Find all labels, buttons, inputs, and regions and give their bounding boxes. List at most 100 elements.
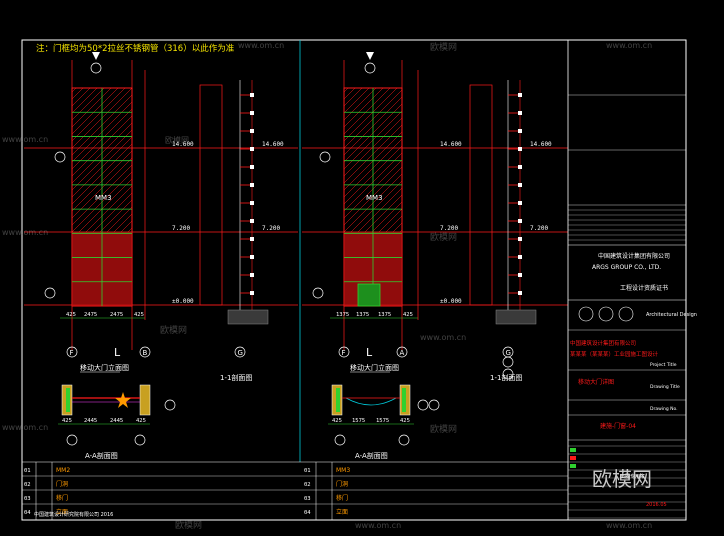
hatch-line bbox=[78, 178, 133, 233]
right-level-mid-label: 7.200 bbox=[440, 225, 458, 232]
hatch-line bbox=[350, 180, 403, 233]
section-anchor bbox=[518, 237, 522, 241]
right-door-grid bbox=[344, 88, 402, 306]
legend-left-r4-no: 04 bbox=[24, 510, 31, 516]
legend-left-r2-text: 门洞 bbox=[56, 480, 68, 488]
hatch-line bbox=[343, 87, 384, 128]
right-center-tag: MM3 bbox=[366, 194, 383, 202]
left-plan-dim-1: 425 bbox=[62, 418, 72, 424]
watermark-url-8: www.om.cn bbox=[606, 521, 652, 530]
legend-left-r1-no: 01 bbox=[24, 468, 31, 474]
watermark-layer: www.om.cn 欧模网 www.om.cn www.om.cn 欧模网 欧模… bbox=[2, 41, 652, 531]
tb-status-label: Architectural Design bbox=[646, 312, 697, 318]
left-dim-3: 2475 bbox=[110, 312, 123, 318]
section-anchor bbox=[518, 147, 522, 151]
left-elev-mark: L bbox=[114, 346, 121, 359]
hatch-line bbox=[392, 222, 403, 233]
title-block-lower-rows bbox=[568, 445, 686, 519]
tb-project-label: Project Title bbox=[650, 362, 677, 368]
legend-right-r2-no: 02 bbox=[304, 482, 311, 488]
hatch-line bbox=[71, 87, 98, 114]
hatch-line bbox=[343, 87, 398, 142]
left-level-top-label: 14.600 bbox=[172, 141, 194, 148]
left-elev-title: 移动大门立面图 bbox=[80, 363, 129, 372]
right-axis-f-label: F bbox=[342, 349, 346, 357]
tb-stamp: 出图专用章 bbox=[620, 473, 645, 480]
section-anchor bbox=[518, 93, 522, 97]
legend-table-left: 01 MM2 02 门洞 03 移门 04 立面 bbox=[22, 461, 300, 520]
section-anchor bbox=[518, 165, 522, 169]
hatch-line bbox=[99, 199, 133, 233]
tb-company-cn: 中国建筑设计集团有限公司 bbox=[598, 252, 670, 260]
tb-marker-green-2 bbox=[570, 464, 576, 468]
left-sect-title: 1-1剖面图 bbox=[220, 373, 252, 382]
hatch-line bbox=[127, 227, 133, 233]
tb-date: 2016.05 bbox=[646, 502, 667, 508]
tb-project-cn: 某某某（某某某）工业园施工图设计 bbox=[570, 350, 659, 358]
hatch-line bbox=[120, 220, 133, 233]
left-elevation-group: MM3 14.600 7.200 ±0.000 14.600 7.200 425… bbox=[24, 52, 298, 460]
left-section-frame-a bbox=[199, 84, 223, 306]
hatch-line bbox=[71, 87, 126, 142]
legend-right-r4-text: 立面 bbox=[336, 508, 348, 516]
right-section-frame-a bbox=[469, 84, 493, 306]
right-level-ground-label: ±0.000 bbox=[440, 298, 462, 305]
left-plan-star-marker bbox=[115, 392, 131, 408]
legend-right-r3-text: 移门 bbox=[336, 494, 348, 502]
left-plan-green-bar bbox=[66, 388, 70, 412]
left-axis-bubble-right bbox=[139, 346, 151, 358]
watermark-brand-6: 欧模网 bbox=[175, 519, 202, 531]
tb-sheet-no: 建施-门窗-04 bbox=[600, 422, 636, 430]
legend-right-r3-no: 03 bbox=[304, 496, 311, 502]
hatch-line bbox=[399, 229, 403, 233]
hatch-line bbox=[343, 87, 356, 100]
right-axis-bubble-f bbox=[338, 346, 350, 358]
hatch-line bbox=[71, 87, 91, 107]
section-anchor bbox=[250, 129, 254, 133]
watermark-brand-1: 欧模网 bbox=[430, 41, 457, 53]
right-plan-axis-side-2 bbox=[428, 399, 440, 411]
right-plan-axis-side-1 bbox=[417, 399, 429, 411]
left-center-tag: MM3 bbox=[95, 194, 112, 202]
legend-table-right: 01 MM3 02 门洞 03 移门 04 立面 bbox=[300, 461, 568, 520]
tb-marker-red-1 bbox=[570, 456, 576, 460]
watermark-brand-large: 欧模网 bbox=[592, 467, 652, 491]
hatch-line bbox=[343, 87, 363, 107]
right-elev-mark: L bbox=[366, 346, 373, 359]
left-plan-dim-2: 2445 bbox=[84, 418, 97, 424]
left-axis-right-label: B bbox=[143, 349, 148, 357]
tb-cert-seal-1 bbox=[578, 306, 594, 322]
right-callout-ground bbox=[312, 287, 324, 299]
tb-drawing-cn: 移动大门详图 bbox=[578, 378, 614, 386]
right-plan-green-bar-left bbox=[336, 388, 340, 412]
section-anchor bbox=[250, 201, 254, 205]
section-anchor bbox=[250, 111, 254, 115]
hatch-line bbox=[113, 213, 133, 233]
tb-cert-seal-3 bbox=[618, 306, 634, 322]
watermark-url-1: www.om.cn bbox=[238, 41, 284, 50]
right-axis-bubble-a1 bbox=[502, 356, 514, 368]
section-anchor bbox=[518, 255, 522, 259]
right-plan-dim-1: 425 bbox=[332, 418, 342, 424]
left-callout-arrow bbox=[92, 52, 100, 60]
hatch-line bbox=[343, 87, 370, 114]
right-plan-dim-2: 1575 bbox=[352, 418, 365, 424]
bottom-code: 中国建筑设计研究院有限公司 2016 bbox=[34, 511, 113, 518]
left-section-footing bbox=[227, 309, 269, 325]
hatch-line bbox=[364, 194, 403, 233]
section-anchor bbox=[250, 237, 254, 241]
section-anchor bbox=[518, 219, 522, 223]
right-plan-axis-f bbox=[334, 434, 346, 446]
section-anchor bbox=[518, 183, 522, 187]
right-elev-title: 移动大门立面图 bbox=[350, 363, 399, 372]
right-plan-dim-4: 425 bbox=[400, 418, 410, 424]
watermark-url-7: www.om.cn bbox=[355, 521, 401, 530]
section-anchor bbox=[250, 291, 254, 295]
tb-license: 工程设计资质证书 bbox=[620, 284, 668, 292]
left-door-hatch bbox=[71, 87, 133, 233]
watermark-url-2: www.om.cn bbox=[606, 41, 652, 50]
legend-right-r1-text: MM3 bbox=[336, 467, 350, 474]
section-anchor bbox=[250, 219, 254, 223]
left-door-grid bbox=[72, 88, 132, 306]
